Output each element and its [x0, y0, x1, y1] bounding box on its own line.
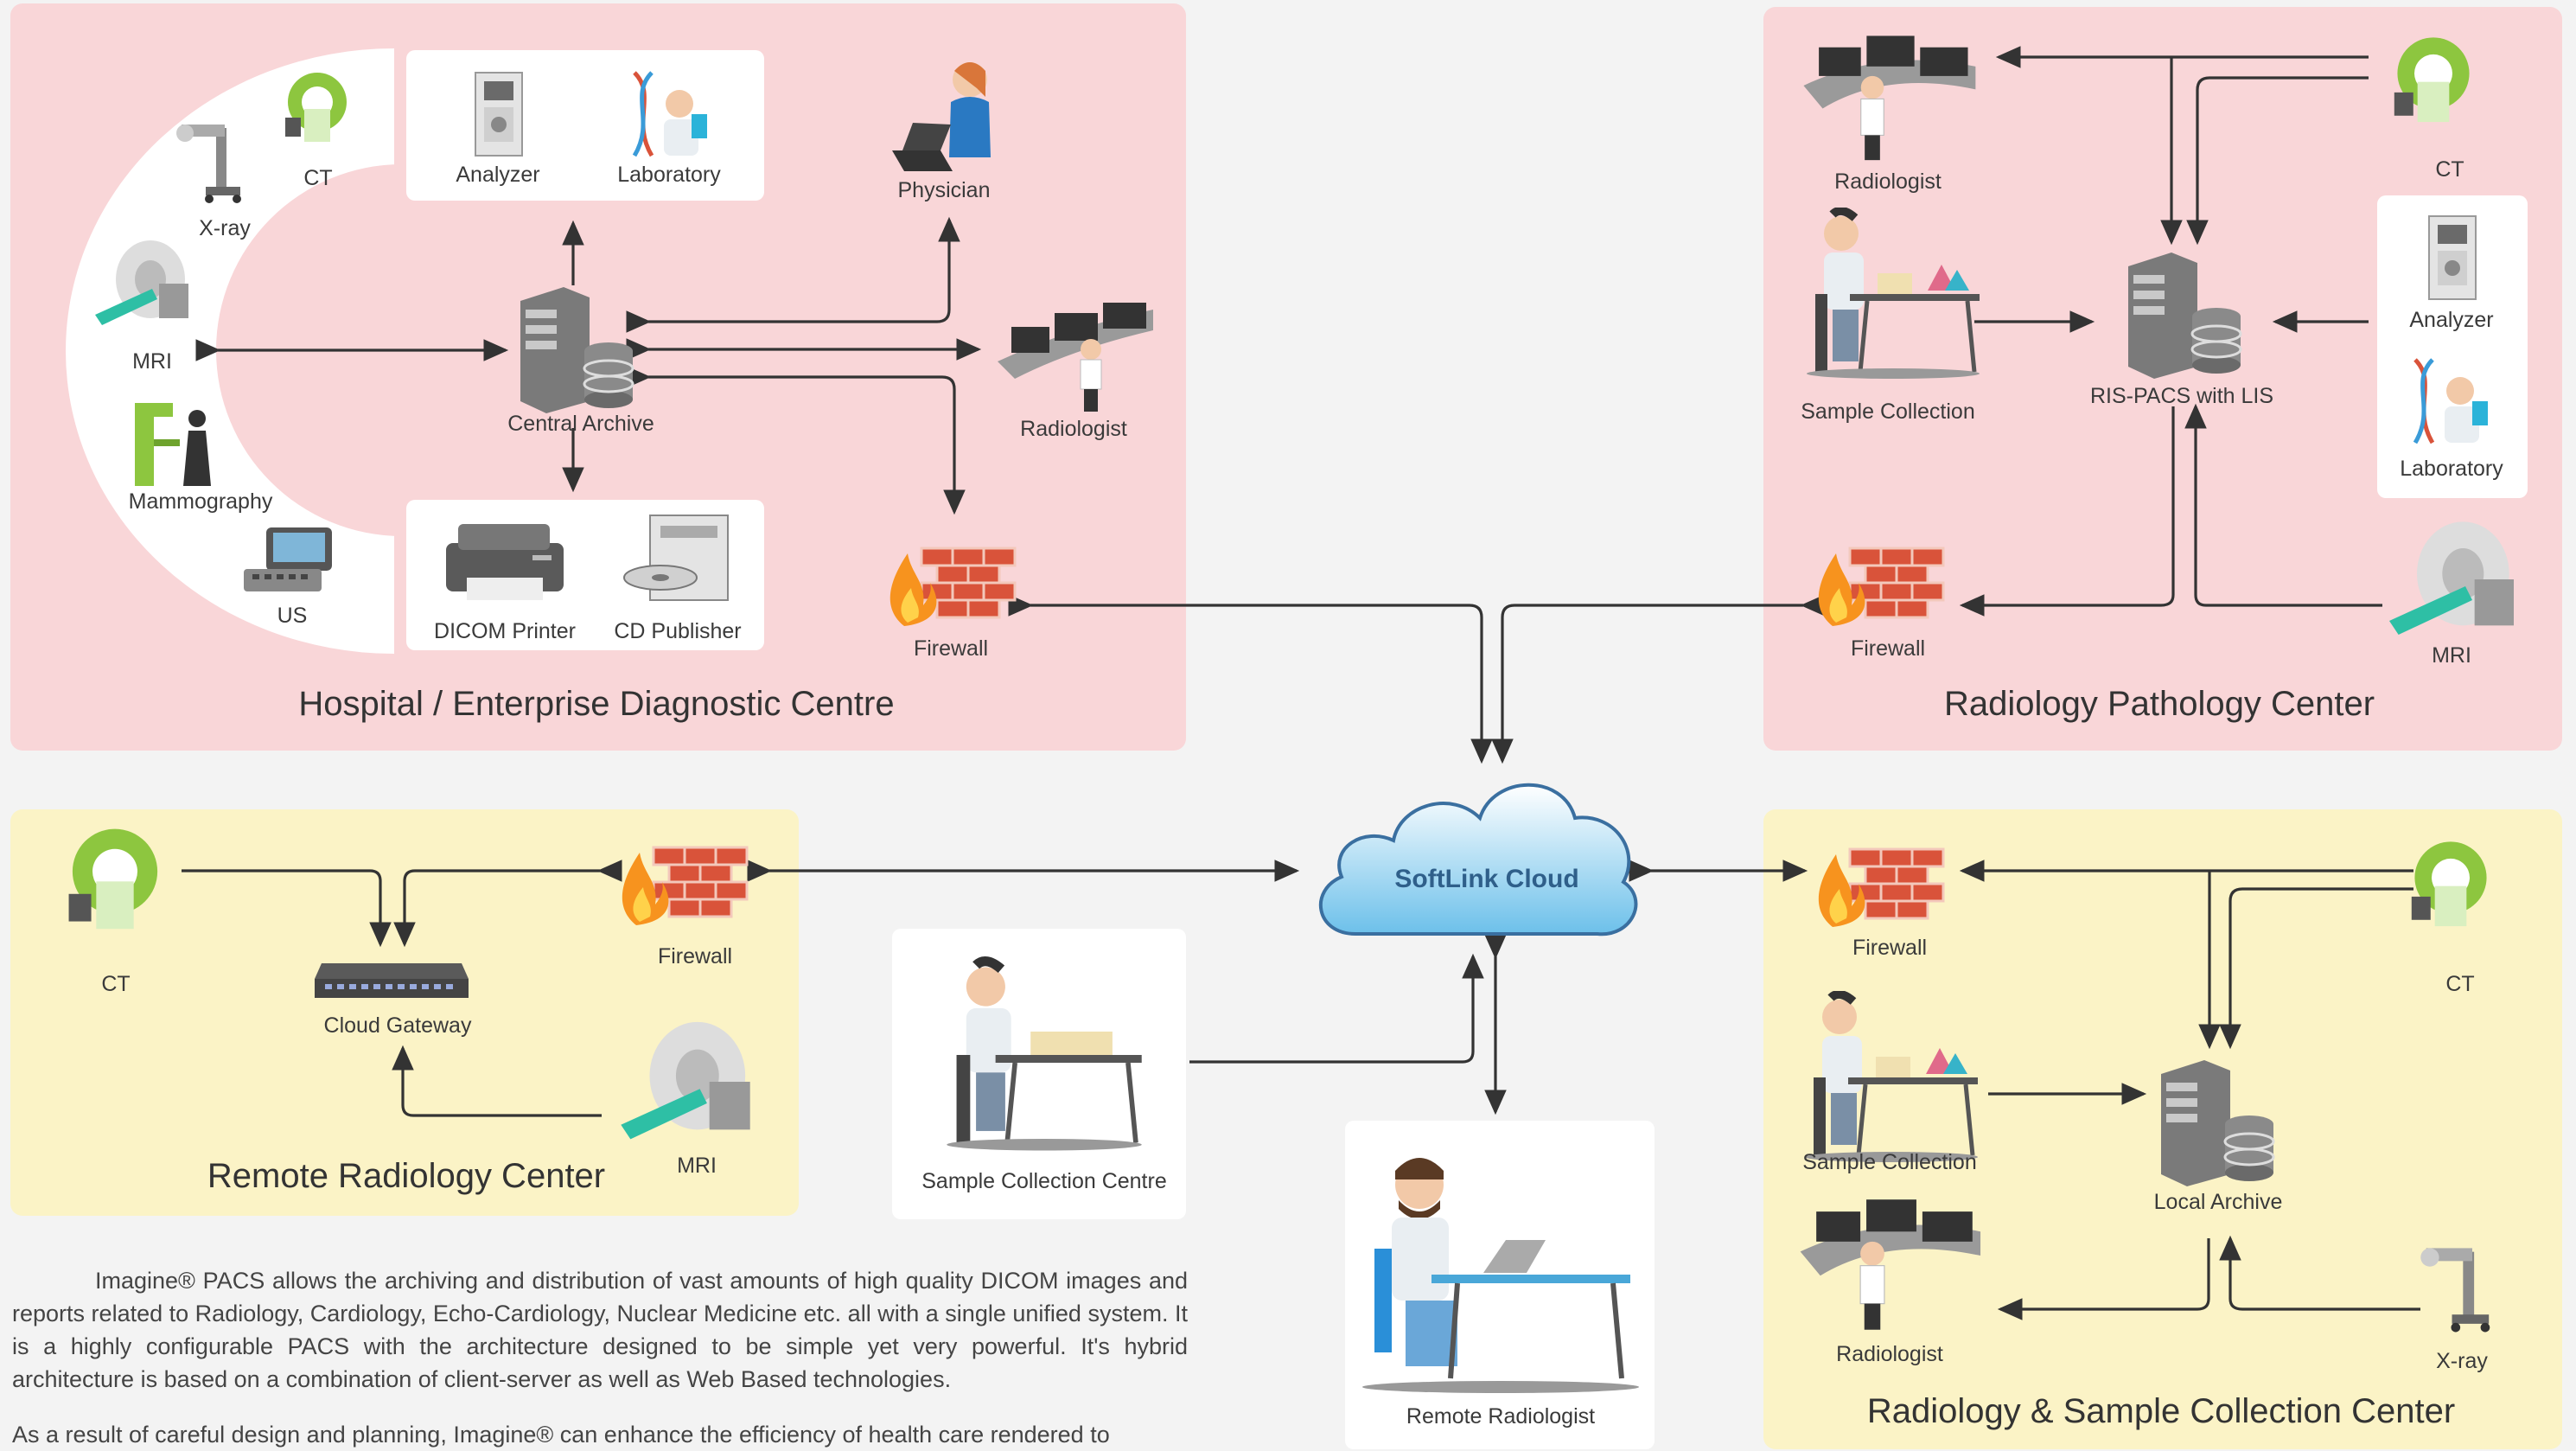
mammography-icon: [135, 403, 211, 486]
remote-radiologist-icon: [1362, 1158, 1639, 1393]
hospital-laboratory-label: Laboratory: [617, 163, 721, 187]
firewall-icon: [1818, 547, 1945, 626]
hospital-mammography-label: Mammography: [128, 489, 273, 514]
ct-scanner-icon: [68, 828, 158, 930]
arrow-mri-to-gateway: [392, 1045, 602, 1117]
xray-machine-icon: [2420, 1248, 2490, 1333]
hospital-mri-label: MRI: [132, 349, 172, 374]
mri-scanner-icon: [2389, 521, 2514, 635]
ultrasound-icon: [244, 527, 332, 591]
hospital-ct-label: CT: [303, 166, 333, 190]
xray-machine-icon: [176, 125, 241, 203]
laboratory-icon: [2413, 358, 2488, 444]
central-archive-server-icon: [520, 287, 634, 413]
pathology-firewall-label: Firewall: [1850, 636, 1926, 661]
hospital-firewall-label: Firewall: [913, 636, 989, 661]
mri-scanner-icon: [621, 1021, 750, 1140]
pathology-laboratory-label: Laboratory: [2400, 457, 2503, 481]
local-archive-server-icon: [2161, 1060, 2275, 1186]
cloud-gateway-label: Cloud Gateway: [323, 1013, 472, 1038]
pathology-sample-collection-label: Sample Collection: [1801, 400, 1975, 424]
sample-center-xray-label: X-ray: [2436, 1349, 2488, 1373]
description-paragraph-2: As a result of careful design and planni…: [12, 1422, 1110, 1448]
sample-centre-label: Sample Collection Centre: [921, 1169, 1167, 1193]
pathology-ct-label: CT: [2435, 157, 2464, 182]
analyzer-icon: [2428, 215, 2477, 300]
sample-collection-desk-icon: [1805, 991, 1978, 1162]
pathology-mri-label: MRI: [2432, 643, 2471, 668]
hospital-xray-label: X-ray: [199, 216, 251, 240]
arrow-xray-to-archive: [2219, 1235, 2420, 1311]
analyzer-icon: [475, 72, 523, 157]
radiologist-workstation-icon: [1803, 35, 1976, 161]
sample-centre-card: [892, 929, 1186, 1219]
laboratory-icon: [632, 71, 707, 157]
sample-center-radiologist-label: Radiologist: [1836, 1342, 1943, 1366]
firewall-icon: [889, 547, 1017, 626]
arrow-ct-to-local-archive-b: [2219, 887, 2413, 1050]
ct-scanner-icon: [2411, 841, 2487, 927]
sample-center-title: Radiology & Sample Collection Center: [1866, 1392, 2456, 1430]
pathology-title: Radiology Pathology Center: [1943, 685, 2375, 723]
arrow-mri-to-rispacs: [2184, 403, 2382, 607]
dicom-printer-label: DICOM Printer: [434, 619, 576, 643]
arrow-pathology-firewall-cloud: [1491, 594, 1826, 764]
printer-icon: [446, 524, 564, 600]
physician-label: Physician: [897, 178, 991, 202]
arrow-sample-centre-cloud: [1189, 953, 1484, 1064]
sample-center-firewall-label: Firewall: [1852, 936, 1928, 960]
remote-firewall-label: Firewall: [657, 944, 733, 968]
cloud-icon: [1318, 783, 1638, 936]
remote-mri-label: MRI: [677, 1154, 717, 1178]
ct-scanner-icon: [285, 73, 347, 142]
local-archive-label: Local Archive: [2153, 1190, 2283, 1214]
arrow-ct-to-rispacs-b: [2186, 76, 2369, 246]
sample-collection-desk-icon: [947, 956, 1142, 1151]
pathology-radiologist-label: Radiologist: [1834, 169, 1942, 194]
hospital-analyzer-label: Analyzer: [456, 163, 540, 187]
remote-radiologist-label: Remote Radiologist: [1406, 1404, 1596, 1429]
arrow-hospital-firewall-cloud: [1008, 594, 1493, 764]
cd-publisher-icon: [623, 515, 729, 601]
ct-scanner-icon: [2394, 37, 2470, 123]
hospital-us-label: US: [277, 604, 308, 628]
firewall-icon: [622, 846, 749, 925]
sample-collection-desk-icon: [1807, 208, 1980, 379]
cloud-gateway-icon: [315, 963, 469, 998]
radiologist-workstation-icon: [998, 303, 1153, 412]
arrow-firewall-to-gateway: [393, 860, 622, 948]
radiologist-workstation-icon: [1800, 1199, 1981, 1330]
cloud-label: SoftLink Cloud: [1394, 865, 1579, 893]
cd-publisher-label: CD Publisher: [614, 619, 742, 643]
physician-icon: [892, 62, 991, 171]
sample-center-ct-label: CT: [2445, 972, 2475, 996]
arrow-archive-firewall: [626, 366, 966, 515]
remote-ct-label: CT: [101, 972, 131, 996]
description-paragraph-1: Imagine® PACS allows the archiving and d…: [12, 1268, 1188, 1392]
central-archive-label: Central Archive: [507, 412, 654, 436]
arrow-archive-physician: [626, 216, 960, 333]
sample-center-sample-collection-label: Sample Collection: [1802, 1150, 1977, 1174]
firewall-icon: [1818, 847, 1945, 927]
arrow-archive-to-radiologist: [1997, 1238, 2210, 1320]
arrow-ct-to-gateway: [182, 869, 392, 948]
ris-pacs-server-icon: [2128, 252, 2242, 379]
hospital-radiologist-label: Radiologist: [1020, 417, 1127, 441]
mri-scanner-icon: [95, 240, 188, 325]
arrow-rispacs-to-firewall: [1959, 406, 2175, 617]
pathology-analyzer-label: Analyzer: [2409, 308, 2494, 332]
hospital-title: Hospital / Enterprise Diagnostic Centre: [298, 685, 895, 723]
ris-pacs-label: RIS-PACS with LIS: [2089, 384, 2274, 408]
remote-title: Remote Radiology Center: [207, 1157, 606, 1195]
